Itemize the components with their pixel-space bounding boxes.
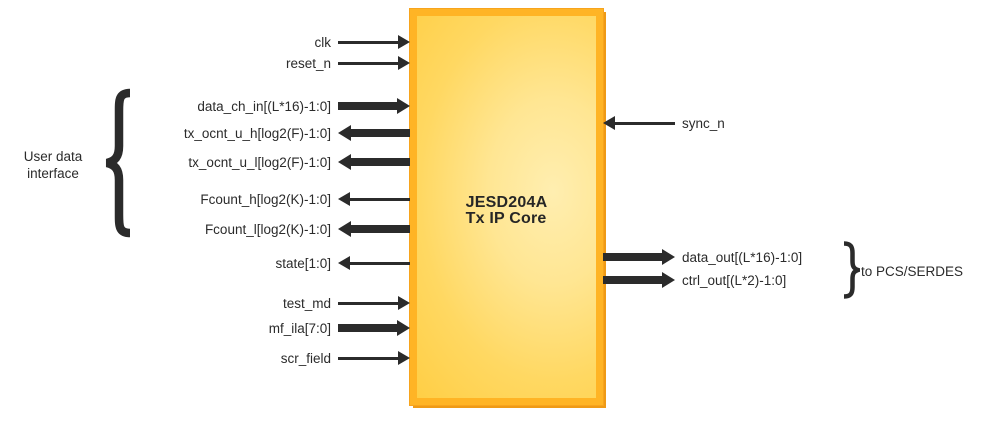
arrow-right-icon — [603, 270, 675, 290]
signal-row-fcount-h: Fcount_h[log2(K)-1:0] — [0, 187, 410, 211]
signal-label: tx_ocnt_u_l[log2(F)-1:0] — [188, 154, 331, 170]
to-pcs-serdes-label: to PCS/SERDES — [861, 264, 964, 279]
group-label-line1: User data — [23, 149, 83, 164]
signal-row-sync-n: sync_n — [603, 111, 725, 135]
signal-row-test-md: test_md — [0, 291, 410, 315]
arrow-right-icon — [338, 53, 410, 73]
signal-row-data-out: data_out[(L*16)-1:0] — [603, 245, 802, 269]
jesd204a-tx-ip-core-block — [410, 9, 603, 405]
arrow-left-icon — [603, 113, 675, 133]
arrow-left-icon — [338, 189, 410, 209]
arrow-right-icon — [338, 96, 410, 116]
signal-row-scr-field: scr_field — [0, 346, 410, 370]
signal-label: tx_ocnt_u_h[log2(F)-1:0] — [183, 125, 331, 141]
signal-label: Fcount_l[log2(K)-1:0] — [204, 221, 331, 237]
signal-row-tx-ocnt-u-l: tx_ocnt_u_l[log2(F)-1:0] — [0, 150, 410, 174]
signal-label: clk — [314, 34, 332, 50]
user-data-interface-label: User data interface — [4, 148, 102, 182]
signal-row-tx-ocnt-u-h: tx_ocnt_u_h[log2(F)-1:0] — [0, 121, 410, 145]
signal-label: data_ch_in[(L*16)-1:0] — [197, 98, 331, 114]
arrow-right-icon — [338, 293, 410, 313]
signal-label: Fcount_h[log2(K)-1:0] — [200, 191, 331, 207]
signal-row-mf-ila: mf_ila[7:0] — [0, 316, 410, 340]
arrow-right-icon — [338, 318, 410, 338]
group-label-line2: interface — [27, 166, 79, 181]
signal-label: scr_field — [280, 350, 331, 366]
signal-row-reset-n: reset_n — [0, 51, 410, 75]
signal-label: mf_ila[7:0] — [268, 320, 331, 336]
signal-label: state[1:0] — [275, 255, 331, 271]
left-curly-brace-icon — [101, 88, 133, 243]
signal-label: reset_n — [285, 55, 331, 71]
arrow-left-icon — [338, 123, 410, 143]
signal-row-fcount-l: Fcount_l[log2(K)-1:0] — [0, 217, 410, 241]
arrow-left-icon — [338, 219, 410, 239]
block-title-line2: Tx IP Core — [465, 209, 547, 227]
signal-row-data-ch-in: data_ch_in[(L*16)-1:0] — [0, 94, 410, 118]
signal-row-clk: clk — [0, 30, 410, 54]
signal-label: test_md — [282, 295, 331, 311]
right-curly-brace-icon — [842, 241, 866, 304]
block-title-line1: JESD204A — [465, 194, 548, 211]
arrow-left-icon — [338, 152, 410, 172]
arrow-left-icon — [338, 253, 410, 273]
signal-label: data_out[(L*16)-1:0] — [682, 249, 803, 265]
arrow-right-icon — [338, 32, 410, 52]
arrow-right-icon — [338, 348, 410, 368]
signal-label: sync_n — [682, 115, 725, 131]
block-title: JESD204A Tx IP Core — [410, 194, 603, 227]
signal-row-ctrl-out: ctrl_out[(L*2)-1:0] — [603, 268, 786, 292]
signal-label: ctrl_out[(L*2)-1:0] — [682, 272, 787, 288]
signal-row-state: state[1:0] — [0, 251, 410, 275]
arrow-right-icon — [603, 247, 675, 267]
